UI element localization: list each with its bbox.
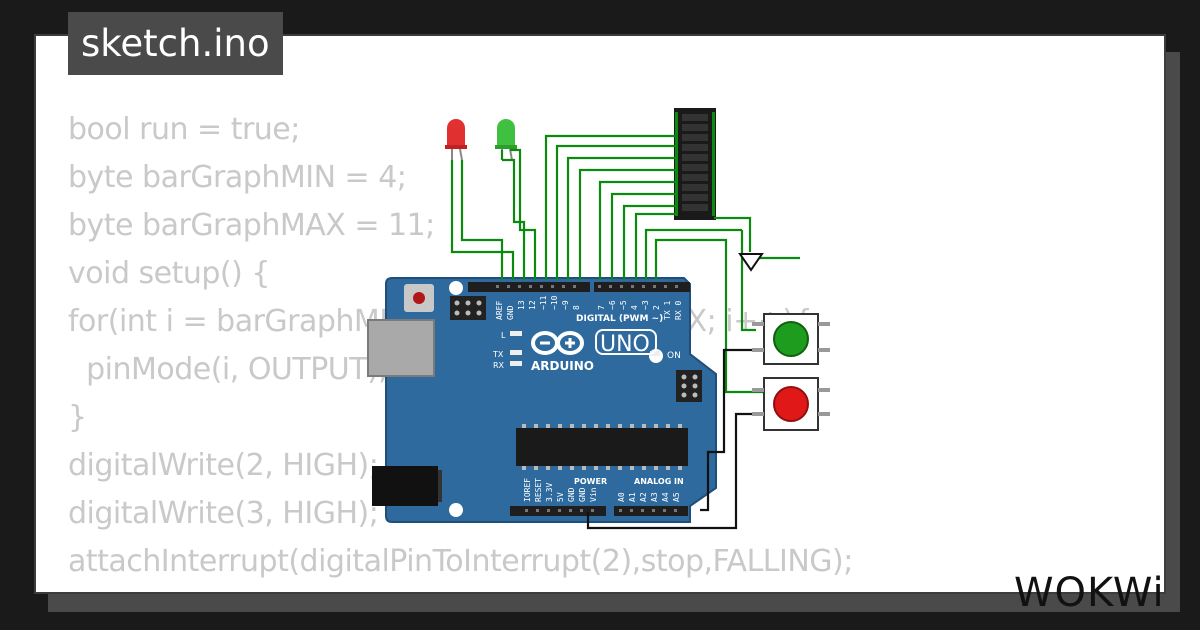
analog-label: ANALOG IN (634, 477, 684, 486)
pin-label: A3 (650, 492, 659, 502)
on-label: ON (667, 351, 681, 361)
black-wires (586, 348, 766, 530)
digital-label: DIGITAL (PWM ~) (576, 314, 663, 324)
code-line: byte barGraphMIN = 4; (68, 160, 407, 195)
pin-label: ~9 (561, 300, 570, 310)
l-label: L (501, 331, 506, 340)
red-pushbutton[interactable] (752, 377, 830, 431)
green-led[interactable] (495, 119, 517, 161)
pin-label: 2 (652, 305, 661, 310)
pin-label: IOREF (523, 478, 532, 502)
pin-label: A0 (617, 492, 626, 502)
power-label: POWER (574, 477, 607, 486)
pin-label: 3.3V (545, 483, 554, 502)
pin-label: 13 (517, 300, 526, 310)
atmega-chip (516, 424, 688, 470)
code-line: pinMode(i, OUTPUT); (68, 352, 388, 387)
rx-label: RX (493, 361, 505, 370)
status-leds (510, 331, 660, 366)
arduino-uno-board[interactable]: AREF GND 13 12 ~11 ~10 ~9 8 7 ~6 ~5 4 ~3… (367, 277, 717, 523)
green-pushbutton[interactable] (752, 313, 830, 365)
pin-label: A4 (661, 492, 670, 502)
pin-label: RESET (534, 478, 543, 502)
file-tab[interactable]: sketch.ino (68, 12, 283, 75)
pin-label: 4 (630, 305, 639, 310)
logo-text: WOKWi (1014, 570, 1165, 614)
pin-label: ~3 (641, 300, 650, 310)
pin-label: 12 (528, 300, 537, 310)
code-line: } (68, 400, 87, 435)
arduino-logo-icon (531, 331, 584, 355)
pin-label: ~11 (539, 295, 548, 310)
icsp2-header (676, 370, 702, 402)
power-jack (372, 466, 438, 506)
tx-label: TX (492, 350, 504, 359)
pin-label: TX 1 (663, 301, 672, 320)
code-line: void setup() { (68, 256, 270, 291)
code-line: byte barGraphMAX = 11; (68, 208, 435, 243)
pin-label: 7 (597, 305, 606, 310)
code-line: digitalWrite(3, HIGH); (68, 496, 379, 531)
pin-label: ~10 (550, 295, 559, 310)
code-line: bool run = true; (68, 112, 300, 147)
usb-port (367, 319, 435, 377)
green-wires (450, 134, 800, 394)
pin-label: A2 (639, 492, 648, 502)
icsp-header (450, 296, 486, 320)
mount-hole (449, 503, 463, 517)
pin-label: A5 (672, 492, 681, 502)
code-line: digitalWrite(2, HIGH); (68, 448, 379, 483)
wokwi-logo: WOKWi (1014, 570, 1165, 614)
pin-label: GND (567, 487, 576, 502)
analog-header (614, 506, 688, 516)
led-bar-graph[interactable] (674, 108, 716, 220)
pin-label: GND (506, 305, 515, 320)
mount-hole (694, 502, 706, 514)
pin-label: ~6 (608, 300, 617, 310)
uno-badge (595, 329, 657, 355)
mount-hole (449, 281, 463, 295)
board-model: UNO (600, 332, 650, 357)
board-brand: ARDUINO (531, 359, 594, 373)
red-led[interactable] (445, 119, 467, 161)
pin-label: GND (578, 487, 587, 502)
ground-icon (738, 253, 764, 272)
reset-button-cap (413, 292, 425, 304)
pin-label: RX 0 (674, 301, 683, 320)
pin-label: 5V (556, 492, 565, 502)
pin-label: AREF (495, 301, 504, 320)
pin-label: ~5 (619, 300, 628, 310)
pin-label: Vin (589, 487, 598, 502)
code-line: attachInterrupt(digitalPinToInterrupt(2)… (68, 544, 853, 579)
pin-label: A1 (628, 492, 637, 502)
pin-label: 8 (572, 305, 581, 310)
